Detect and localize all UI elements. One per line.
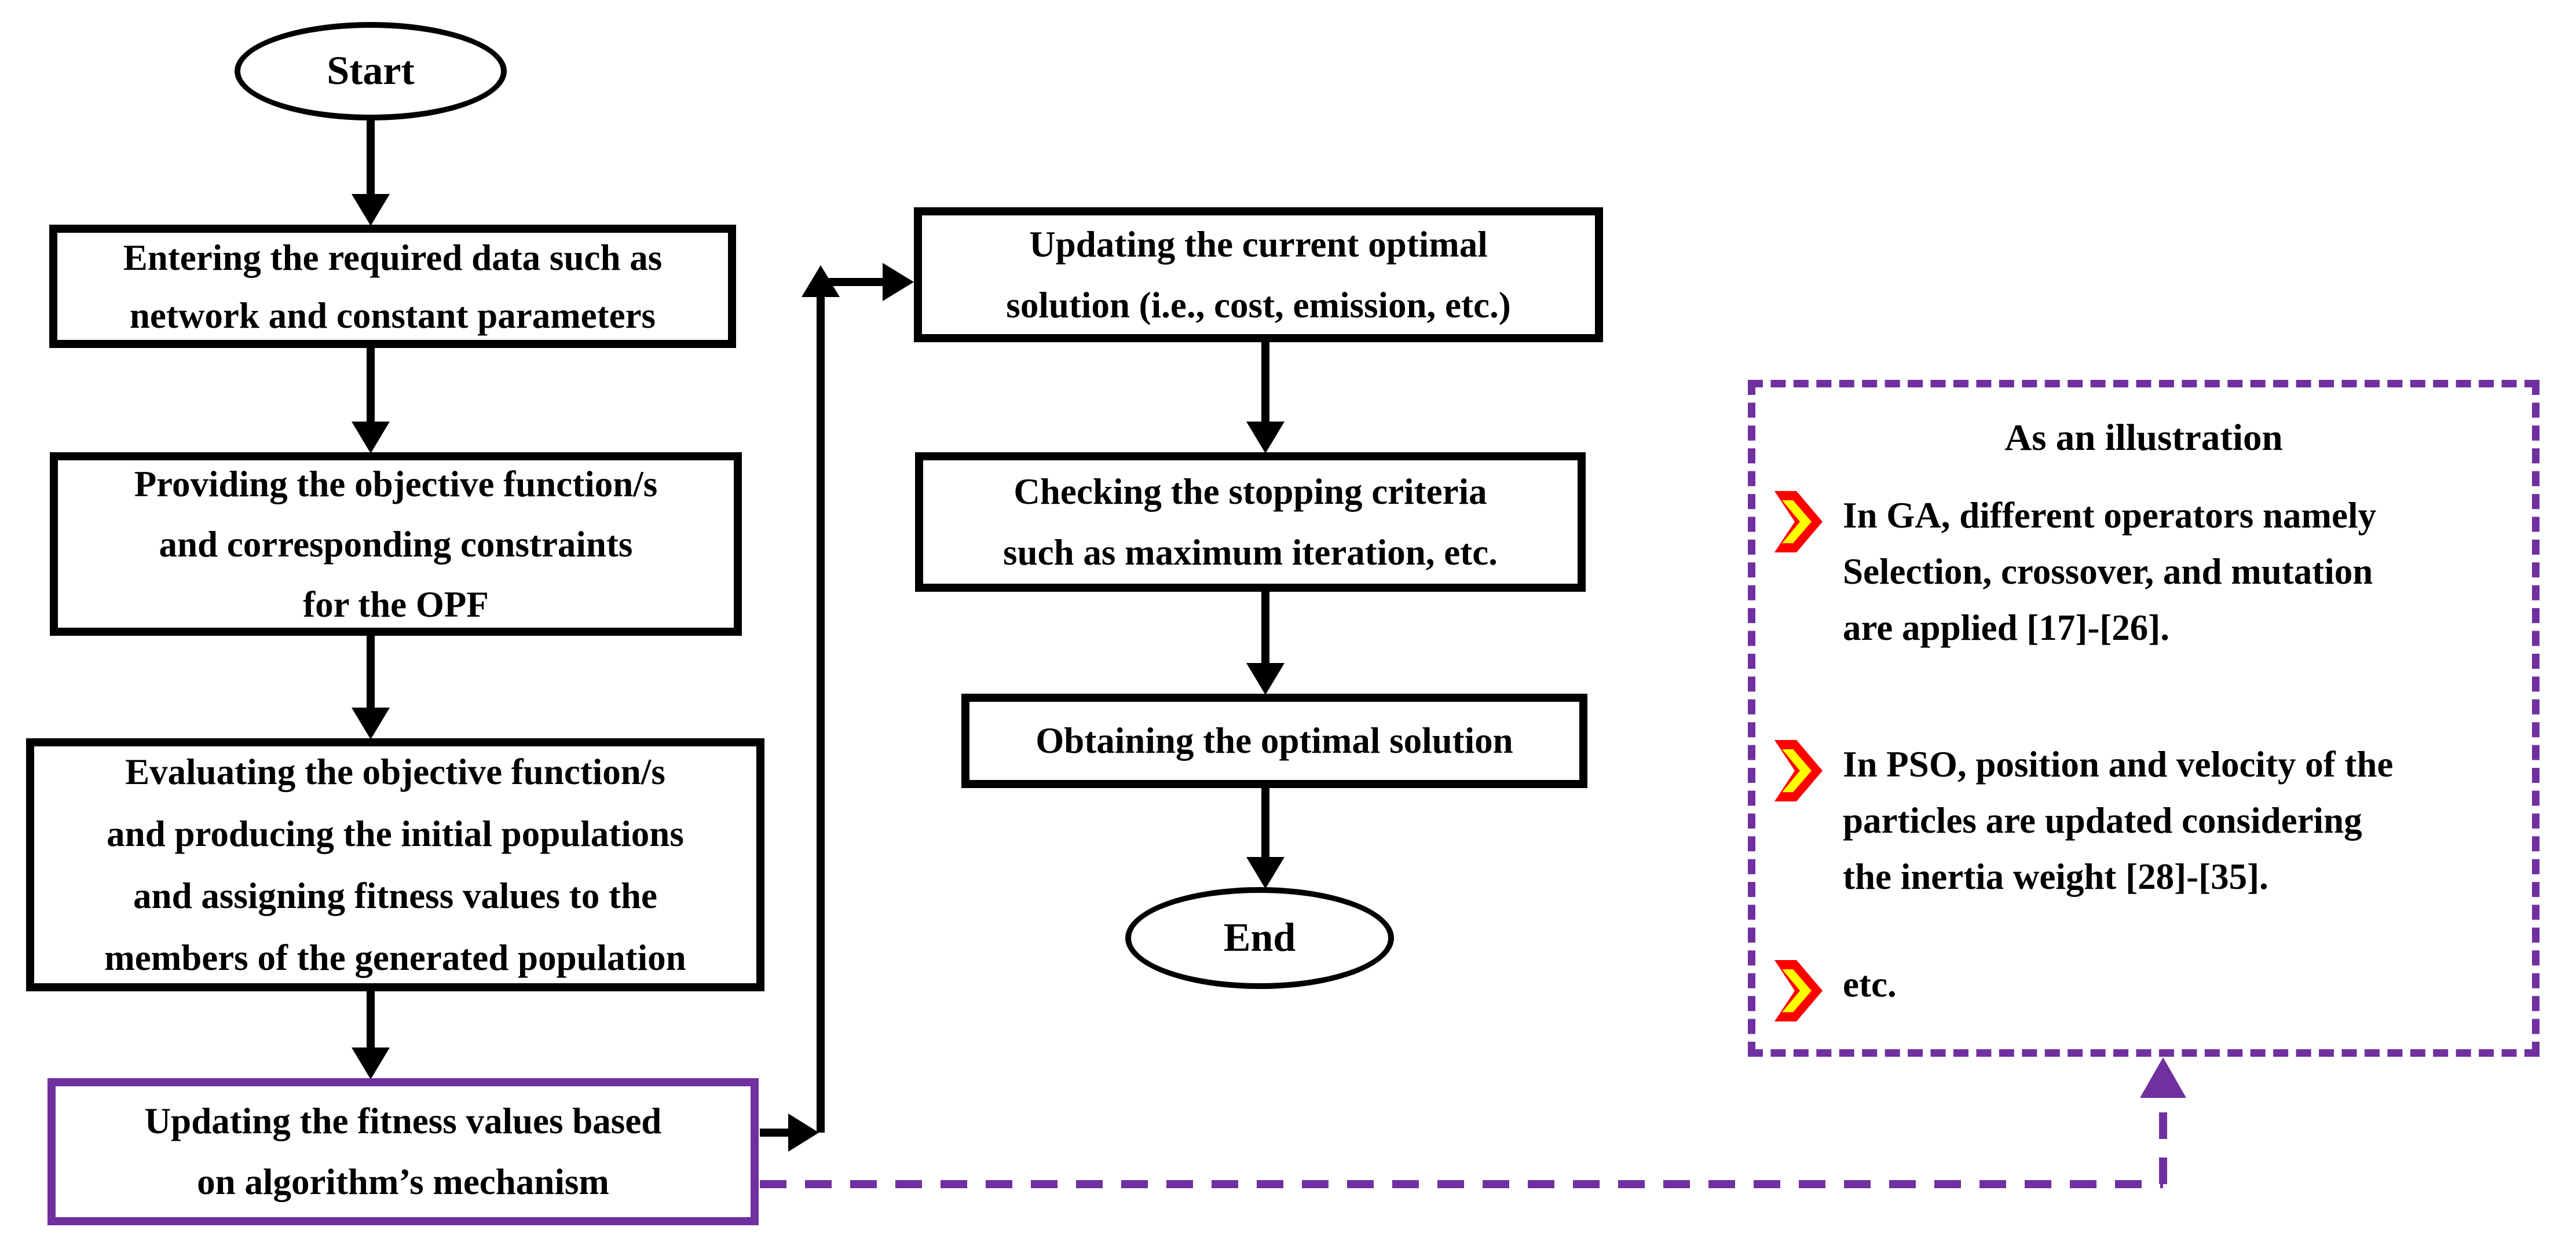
dashed-connector-to-illustration [760, 1057, 2186, 1188]
node-obtaining-optimal-text: Obtaining the optimal solution [1035, 720, 1513, 761]
arrow-checking-to-obtaining [1246, 592, 1285, 695]
chevron-bullet-icon [1774, 491, 1823, 552]
node-obtaining-optimal: Obtaining the optimal solution [961, 694, 1587, 788]
bullet-pso-text: In PSO, position and velocity of the par… [1843, 744, 2394, 897]
node-start-label: Start [327, 49, 415, 93]
node-providing-objective-text: Providing the objective function/s and c… [134, 463, 658, 625]
chevron-bullet-icon [1774, 960, 1823, 1021]
bullet-pso: In PSO, position and velocity of the par… [1768, 737, 2515, 905]
arrow-obtaining-to-end [1246, 788, 1285, 889]
node-end-label: End [1223, 915, 1296, 960]
node-providing-objective: Providing the objective function/s and c… [50, 452, 742, 636]
node-updating-fitness: Updating the fitness values based on alg… [47, 1078, 759, 1225]
node-start: Start [235, 22, 507, 120]
node-evaluating-objective: Evaluating the objective function/s and … [26, 738, 764, 991]
arrow-entering-to-providing [352, 348, 390, 453]
arrow-updating-optimal-to-checking [1246, 342, 1285, 453]
arrow-updating-fitness-to-riser [760, 1114, 819, 1152]
arrow-start-to-entering [352, 119, 390, 226]
bullet-ga: In GA, different operators namely Select… [1768, 488, 2515, 656]
node-checking-stopping-text: Checking the stopping criteria such as m… [1003, 471, 1498, 573]
node-updating-optimal-text: Updating the current optimal solution (i… [1006, 224, 1511, 325]
illustration-panel: As an illustration [1748, 380, 2540, 1057]
node-entering-data: Entering the required data such as netwo… [49, 225, 736, 348]
arrow-evaluating-to-updating-fitness [352, 991, 390, 1079]
node-checking-stopping: Checking the stopping criteria such as m… [915, 452, 1586, 592]
node-updating-fitness-text: Updating the fitness values based on alg… [144, 1101, 662, 1202]
illustration-panel-title: As an illustration [2004, 417, 2283, 459]
bullet-etc: etc. [1768, 957, 2515, 1021]
chevron-bullet-icon [1774, 740, 1823, 801]
riser-line-up [802, 265, 840, 1133]
arrow-riser-to-updating-optimal [821, 263, 914, 301]
node-end: End [1125, 887, 1394, 989]
node-updating-optimal: Updating the current optimal solution (i… [914, 207, 1603, 342]
bullet-etc-text: etc. [1843, 964, 1897, 1005]
node-entering-data-text: Entering the required data such as netwo… [123, 237, 663, 336]
node-evaluating-objective-text: Evaluating the objective function/s and … [104, 751, 686, 978]
bullet-ga-text: In GA, different operators namely Select… [1843, 495, 2376, 648]
arrow-providing-to-evaluating [352, 636, 390, 739]
